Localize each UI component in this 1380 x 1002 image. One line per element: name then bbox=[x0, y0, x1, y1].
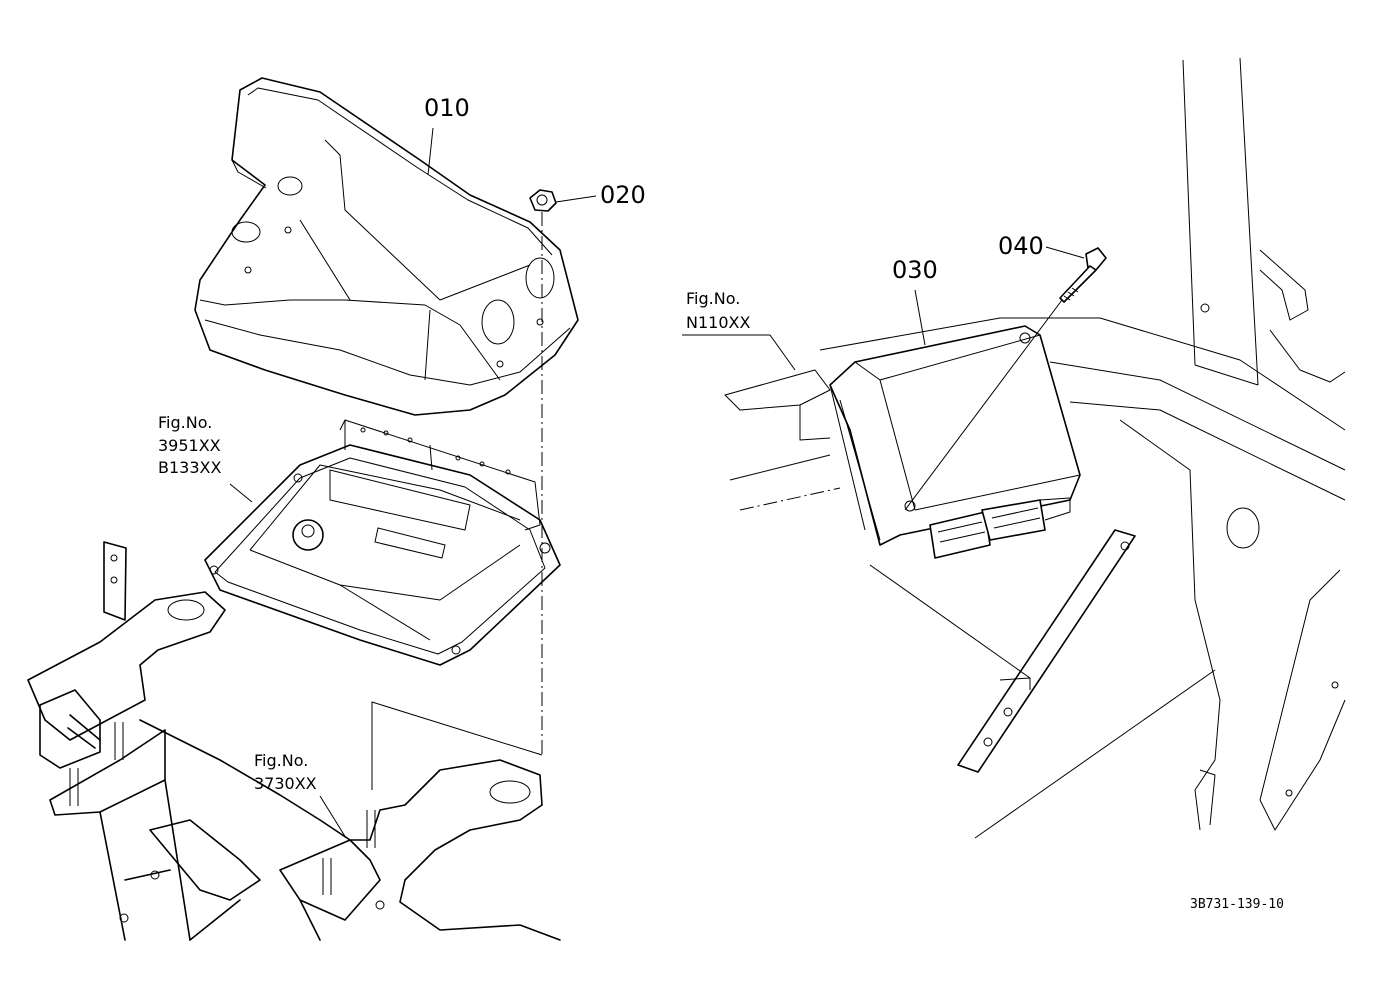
leader-3951 bbox=[229, 483, 253, 503]
callout-020[interactable]: 020 bbox=[600, 181, 646, 209]
mounting-frame[interactable] bbox=[27, 541, 561, 941]
leader-030 bbox=[914, 289, 926, 346]
ref-3951-label: Fig.No. bbox=[158, 413, 212, 432]
ref-3730-code: 3730XX bbox=[254, 774, 317, 793]
background-structure bbox=[724, 57, 1346, 839]
part-040-bolt[interactable] bbox=[1059, 247, 1107, 303]
plate-link bbox=[869, 564, 1031, 679]
ref-n110[interactable]: Fig.No. N110XX bbox=[686, 289, 750, 332]
leader-n110 bbox=[682, 334, 796, 371]
bolt-axis bbox=[904, 299, 1063, 511]
ecu-unit[interactable] bbox=[204, 419, 561, 666]
ref-n110-label: Fig.No. bbox=[686, 289, 740, 308]
drawing-code: 3B731-139-10 bbox=[1190, 897, 1284, 912]
callout-030[interactable]: 030 bbox=[892, 256, 938, 284]
ref-3951[interactable]: Fig.No. 3951XX B133XX bbox=[158, 413, 221, 477]
ref-3730-label: Fig.No. bbox=[254, 751, 308, 770]
ref-n110-code: N110XX bbox=[686, 313, 750, 332]
axis-link bbox=[371, 701, 543, 790]
part-010-cover[interactable] bbox=[194, 77, 579, 416]
leader-010 bbox=[427, 127, 434, 176]
mounting-plate[interactable] bbox=[957, 529, 1136, 773]
leader-3730 bbox=[319, 795, 347, 839]
ref-3951-code: 3951XX bbox=[158, 436, 221, 455]
leader-040 bbox=[1045, 246, 1085, 259]
callout-040[interactable]: 040 bbox=[998, 232, 1044, 260]
leader-020 bbox=[555, 195, 597, 203]
part-020-nut[interactable] bbox=[529, 189, 557, 212]
ref-3730[interactable]: Fig.No. 3730XX bbox=[254, 751, 317, 793]
ref-3951-code-2: B133XX bbox=[158, 458, 221, 477]
part-030-controller[interactable] bbox=[829, 325, 1081, 559]
callout-010[interactable]: 010 bbox=[424, 94, 470, 122]
